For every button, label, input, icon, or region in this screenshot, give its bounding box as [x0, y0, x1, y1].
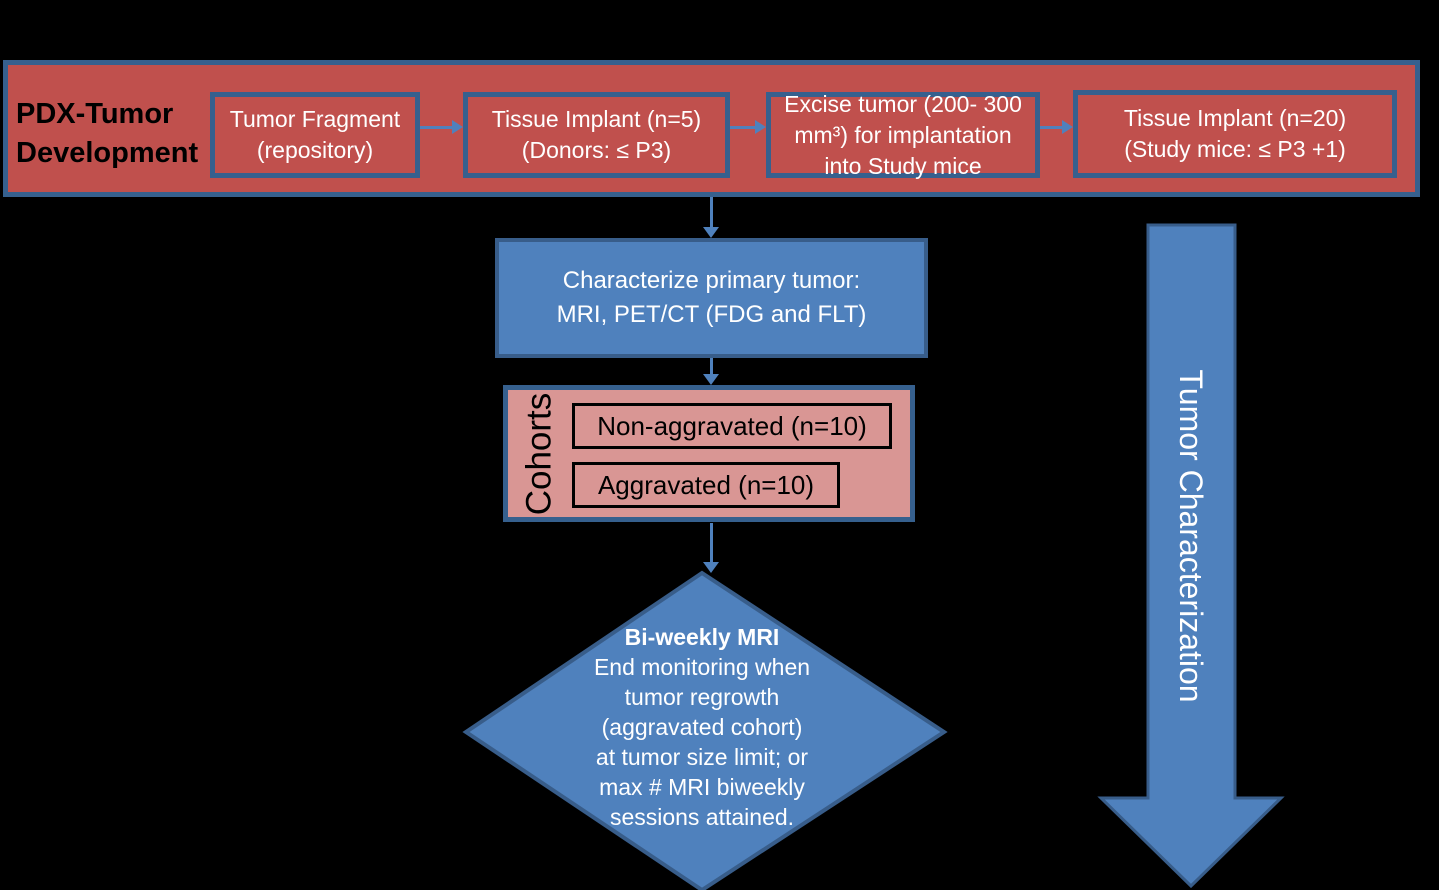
process-box-tumor-fragment: Tumor Fragment (repository): [210, 92, 420, 178]
box-text-line: (Donors: ≤ P3): [521, 137, 672, 163]
cohort-box-non-aggravated: Non-aggravated (n=10): [572, 403, 892, 449]
process-box-excise-tumor: Excise tumor (200- 300 mm³) for implanta…: [766, 90, 1040, 179]
flow-arrow-3: [1040, 120, 1073, 134]
diamond-polygon: [462, 570, 948, 890]
stage-title-line-2: Development: [16, 137, 199, 169]
box-text-line: Excise tumor (200- 300: [784, 90, 1022, 117]
cohort-box-aggravated: Aggravated (n=10): [572, 462, 840, 508]
arrow-line: [420, 125, 452, 129]
decision-text-line: sessions attained.: [609, 804, 795, 830]
arrow-head: [755, 120, 766, 134]
decision-text-line: at tumor size limit; or: [595, 744, 809, 770]
stage-title-line-1: PDX-Tumor: [16, 98, 174, 130]
decision-text-line: (aggravated cohort): [601, 714, 803, 740]
pdx-tumor-development-stage: PDX-Tumor Development Tumor Fragment (re…: [3, 60, 1420, 197]
stage-title: PDX-Tumor Development: [16, 95, 211, 173]
decision-text: Bi-weekly MRI End monitoring when tumor …: [532, 622, 872, 832]
flow-arrow-2: [730, 120, 766, 134]
decision-text-line: tumor regrowth: [624, 684, 780, 710]
arrow-head: [452, 120, 463, 134]
box-text-line: Tissue Implant (n=20): [1123, 105, 1347, 131]
tumor-characterization-arrow: [1097, 223, 1285, 889]
arrow-line: [709, 358, 713, 374]
process-box-tissue-implant-n5: Tissue Implant (n=5) (Donors: ≤ P3): [463, 92, 730, 178]
decision-title: Bi-weekly MRI: [624, 624, 780, 650]
arrow-line: [709, 523, 713, 562]
tumor-characterization-label: Tumor Characterization: [1173, 369, 1210, 703]
cohorts-group-box: Cohorts Non-aggravated (n=10) Aggravated…: [503, 385, 915, 522]
arrow-line: [709, 197, 713, 227]
cohorts-label: Cohorts: [519, 392, 558, 515]
arrow-head: [703, 374, 719, 385]
cohorts-label-wrap: Cohorts: [508, 390, 570, 517]
box-text-line: Tissue Implant (n=5): [491, 106, 702, 132]
box-text-line: (repository): [256, 137, 374, 163]
flow-arrow-down-2: [702, 358, 720, 385]
arrow-line: [730, 125, 755, 129]
flow-arrow-down-1: [702, 197, 720, 238]
process-box-characterize-primary-tumor: Characterize primary tumor: MRI, PET/CT …: [495, 238, 928, 358]
decision-diamond-shape: [462, 570, 948, 890]
box-text-line: into Study mice: [824, 152, 982, 179]
arrow-head: [1062, 120, 1073, 134]
box-text-line: (Study mice: ≤ P3 +1): [1124, 136, 1346, 162]
arrow-head: [703, 227, 719, 238]
box-text-line: mm³) for implantation: [794, 121, 1012, 148]
decision-text-line: max # MRI biweekly: [599, 774, 805, 800]
flow-arrow-down-3: [702, 523, 720, 573]
process-box-tissue-implant-n20: Tissue Implant (n=20) (Study mice: ≤ P3 …: [1073, 90, 1397, 178]
big-arrow-polygon: [1097, 223, 1285, 889]
decision-text-line: End monitoring when: [593, 654, 811, 680]
box-text-line: Characterize primary tumor:: [562, 267, 861, 294]
box-text-line: Tumor Fragment: [229, 106, 401, 132]
arrow-head: [703, 562, 719, 573]
flow-arrow-1: [420, 120, 463, 134]
arrow-line: [1040, 125, 1062, 129]
box-text-line: MRI, PET/CT (FDG and FLT): [556, 301, 867, 328]
